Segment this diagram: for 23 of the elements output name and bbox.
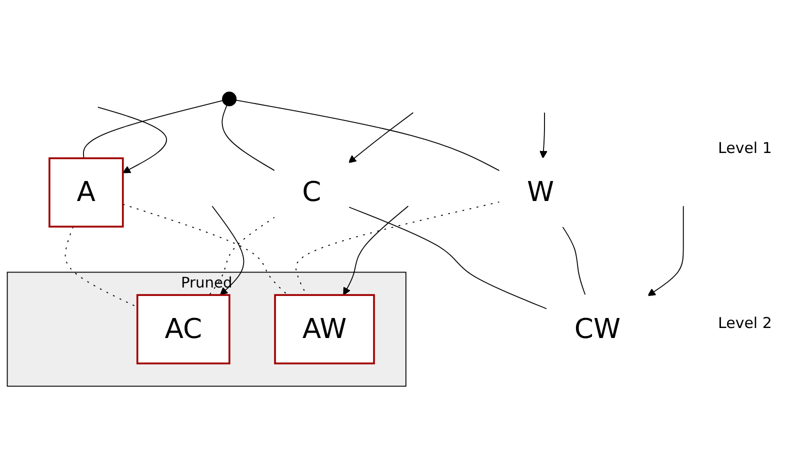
arrow [97, 106, 167, 173]
connector [82, 100, 224, 158]
node-text: CW [574, 313, 621, 345]
connector [562, 226, 586, 296]
connector [222, 104, 276, 171]
connector [296, 201, 500, 296]
node-text: C [302, 176, 322, 208]
arrow [648, 205, 684, 296]
node-box: AC [136, 294, 230, 364]
node-box: A [48, 157, 124, 228]
node-text: W [527, 176, 554, 208]
level-label: Level 2 [718, 314, 773, 332]
connector [348, 206, 548, 310]
level-label: Level 1 [718, 138, 773, 157]
node-circle [222, 91, 237, 106]
connector [122, 204, 288, 296]
arrow [348, 112, 414, 163]
arrow [343, 205, 409, 296]
arrow [539, 112, 548, 158]
connector [236, 99, 500, 172]
node-box: AW [274, 294, 375, 364]
arrow [212, 205, 244, 296]
connector [208, 216, 276, 296]
